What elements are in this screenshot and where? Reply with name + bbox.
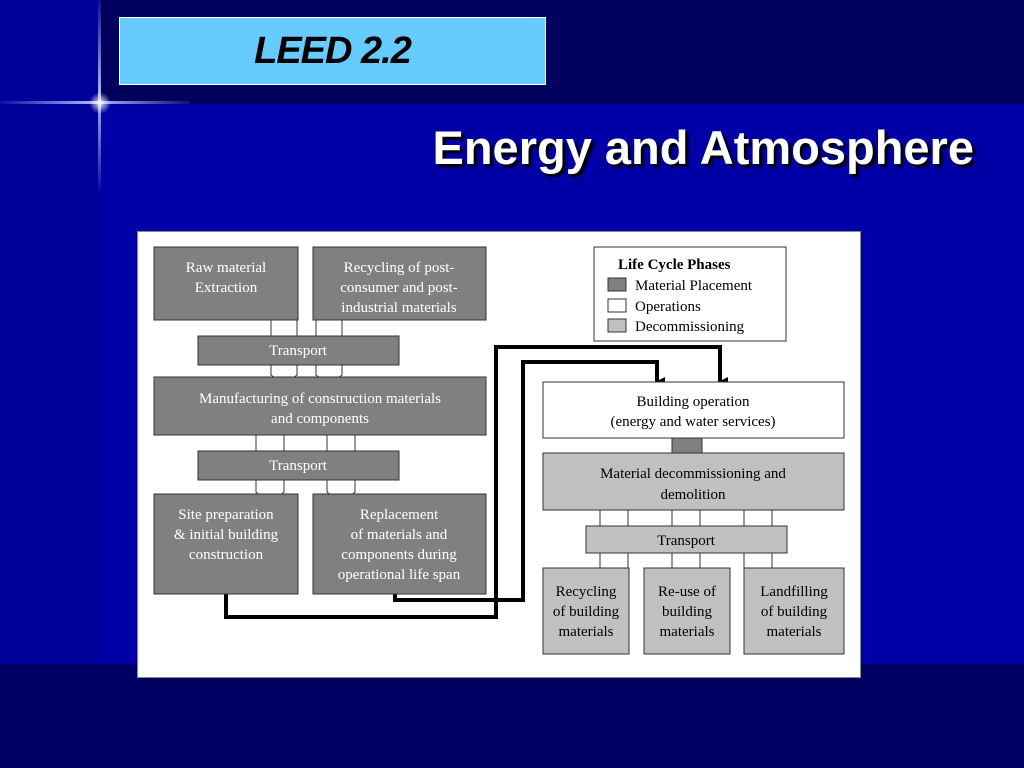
node-transport-3: Transport <box>585 525 788 554</box>
svg-text:Transport: Transport <box>657 533 716 549</box>
svg-text:materials: materials <box>767 624 822 640</box>
svg-text:demolition: demolition <box>661 487 726 503</box>
svg-text:Transport: Transport <box>269 343 328 359</box>
svg-text:Re-use of: Re-use of <box>658 584 716 600</box>
leed-badge: LEED 2.2 <box>119 17 546 85</box>
svg-text:Recycling of post-: Recycling of post- <box>344 260 455 276</box>
node-site-preparation: Site preparation & initial building cons… <box>153 493 299 595</box>
node-transport-2: Transport <box>197 450 400 481</box>
svg-text:materials: materials <box>559 624 614 640</box>
svg-text:building: building <box>662 604 713 620</box>
diagram-canvas: Raw material Extraction Recycling of pos… <box>153 246 845 655</box>
connector-stub <box>255 434 285 452</box>
legend-item-operations: Operations <box>635 299 701 315</box>
background-band-left <box>0 0 100 664</box>
connector-stub <box>671 509 701 527</box>
background-band-bottom <box>0 664 1024 768</box>
node-transport-1: Transport <box>197 335 400 366</box>
legend-swatch-operations <box>607 298 627 313</box>
svg-text:consumer and post-: consumer and post- <box>340 280 457 296</box>
node-material-decommissioning: Material decommissioning and demolition <box>542 452 845 511</box>
legend-swatch-decommissioning <box>607 318 627 333</box>
svg-text:components during: components during <box>341 547 457 563</box>
life-cycle-diagram: Raw material Extraction Recycling of pos… <box>137 231 861 678</box>
node-replacement: Replacement of materials and components … <box>312 493 487 595</box>
legend-title: Life Cycle Phases <box>618 257 731 273</box>
node-manufacturing: Manufacturing of construction materials … <box>153 376 487 436</box>
legend-item-decommissioning: Decommissioning <box>635 319 745 335</box>
svg-text:Building operation: Building operation <box>637 394 750 410</box>
connector-stub <box>599 509 629 527</box>
node-building-operation: Building operation (energy and water ser… <box>542 381 845 439</box>
svg-text:Landfilling: Landfilling <box>760 584 828 600</box>
flow-line-replacement-to-operation <box>393 360 665 602</box>
svg-text:Recycling: Recycling <box>556 584 617 600</box>
svg-text:construction: construction <box>189 547 264 563</box>
node-reuse-building-materials: Re-use of building materials <box>643 567 731 655</box>
flow-line-site-to-operation <box>224 345 728 619</box>
node-recycling-post-consumer: Recycling of post- consumer and post- in… <box>312 246 487 321</box>
legend-item-material-placement: Material Placement <box>635 278 753 294</box>
svg-text:Transport: Transport <box>269 458 328 474</box>
connector-stub <box>270 319 298 337</box>
svg-text:Site preparation: Site preparation <box>178 507 274 523</box>
svg-text:Manufacturing of construction: Manufacturing of construction materials <box>199 391 441 407</box>
svg-text:of building: of building <box>553 604 620 620</box>
svg-text:industrial materials: industrial materials <box>341 300 457 316</box>
svg-text:materials: materials <box>660 624 715 640</box>
svg-text:& initial building: & initial building <box>174 527 279 543</box>
connector-stub <box>743 509 773 527</box>
node-landfilling-building-materials: Landfilling of building materials <box>743 567 845 655</box>
node-recycling-building-materials: Recycling of building materials <box>542 567 630 655</box>
legend-swatch-material-placement <box>607 277 627 292</box>
svg-text:Material decommissioning and: Material decommissioning and <box>600 466 786 482</box>
svg-text:of building: of building <box>761 604 828 620</box>
connector-stub <box>315 319 343 337</box>
svg-text:(energy and water services): (energy and water services) <box>610 414 775 430</box>
node-raw-material-extraction: Raw material Extraction <box>153 246 299 321</box>
sparkle-icon <box>89 92 111 114</box>
svg-text:of materials and: of materials and <box>351 527 448 543</box>
svg-text:Replacement: Replacement <box>360 507 439 523</box>
svg-text:operational life span: operational life span <box>338 567 461 583</box>
slide-title: Energy and Atmosphere <box>432 121 975 174</box>
svg-text:Extraction: Extraction <box>195 280 258 296</box>
connector-stub <box>326 434 356 452</box>
svg-text:Raw material: Raw material <box>186 260 266 276</box>
leed-badge-text: LEED 2.2 <box>254 29 412 72</box>
svg-text:and components: and components <box>271 411 369 427</box>
legend: Life Cycle Phases Material Placement Ope… <box>593 246 787 342</box>
